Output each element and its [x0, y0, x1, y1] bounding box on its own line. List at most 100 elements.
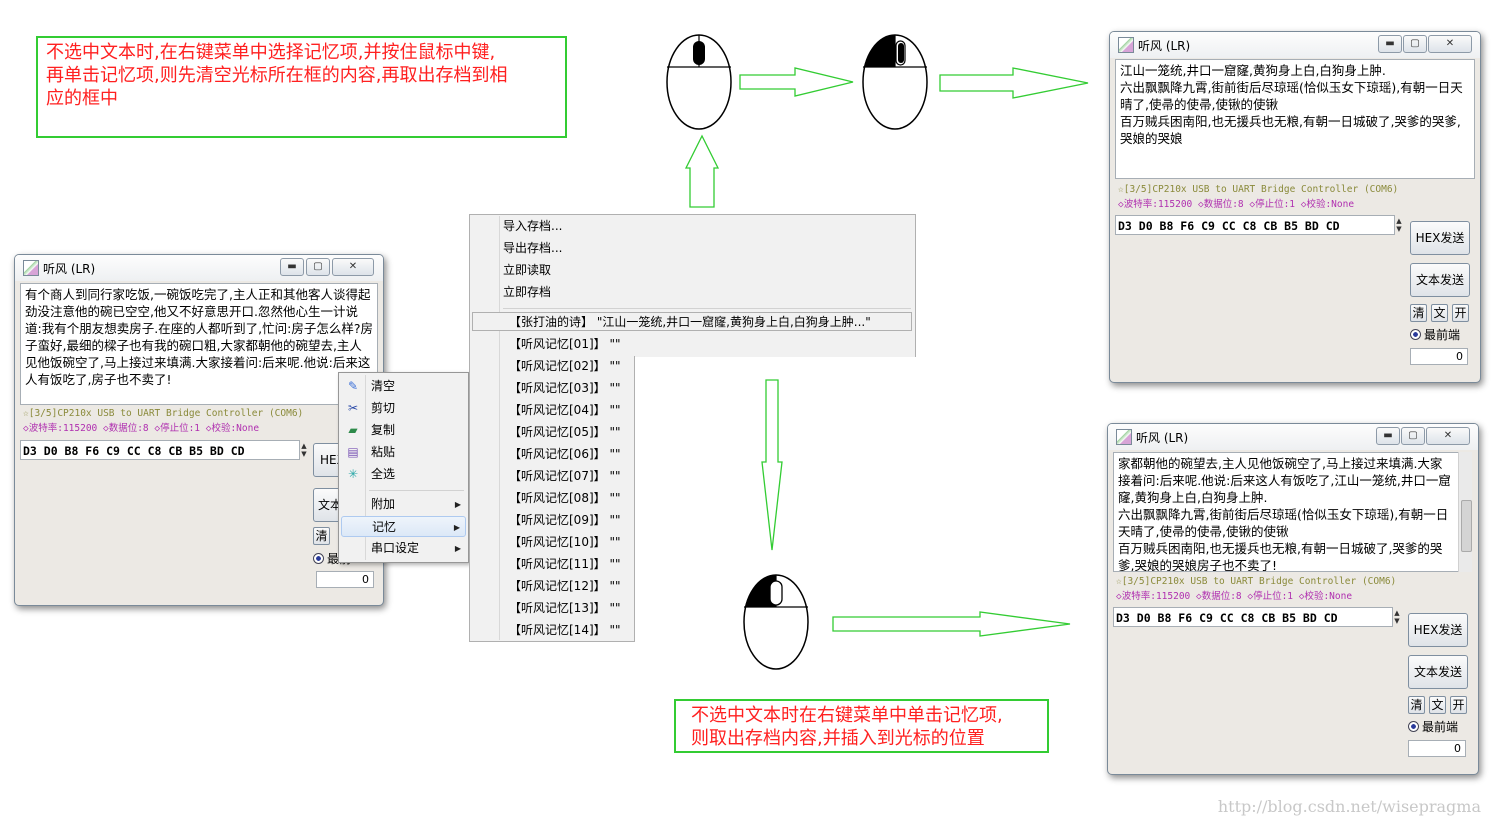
context-menu: ✎清空 ✂剪切 ▰复制 ▤粘贴 ✳全选 附加▶ 记忆▶ 串口设定▶	[338, 372, 469, 563]
submenu-arrow-icon: ▶	[453, 523, 460, 532]
mouse-icon-left-click	[862, 34, 928, 130]
scrollbar-thumb[interactable]	[1461, 500, 1472, 552]
open-button[interactable]: 开	[1450, 696, 1467, 714]
right-bottom-app-window: 听风 (LR) ▬ ▢ ✕ 家都朝他的碗望去,主人见他饭碗空了,马上接过来填满.…	[1107, 423, 1479, 775]
menu-item-cut[interactable]: ✂剪切	[347, 401, 396, 415]
note-bottom: 不选中文本时在右键菜单中单击记忆项, 则取出存档内容,并插入到光标的位置	[674, 699, 1049, 753]
radio-dot-icon	[313, 553, 324, 564]
byte-count: 0	[1410, 348, 1468, 365]
clear-button[interactable]: 清	[1410, 304, 1427, 322]
hex-send-button[interactable]: HEX发送	[1408, 613, 1468, 647]
copy-icon: ▰	[348, 423, 358, 437]
minimize-button[interactable]: ▬	[1376, 427, 1400, 445]
receive-textarea[interactable]: 有个商人到同行家吃饭,一碗饭吃完了,主人正和其他客人谈得起劲没注意他的碗已空空,…	[20, 283, 378, 405]
maximize-button[interactable]: ▢	[1403, 35, 1427, 53]
menu-item-poem[interactable]: 【张打油的诗】 "江山一笼统,井口一窟窿,黄狗身上白,白狗身上肿..."	[472, 312, 912, 331]
menu-item-read-now[interactable]: 立即读取	[503, 263, 552, 277]
menu-item-paste[interactable]: ▤粘贴	[347, 445, 396, 459]
memory-slot-item[interactable]: 【听风记忆[11]】 ""	[509, 557, 621, 571]
port-status: ☆[3/5]CP210x USB to UART Bridge Controll…	[1118, 184, 1399, 195]
memory-slot-item[interactable]: 【听风记忆[09]】 ""	[509, 513, 621, 527]
memory-slot-item[interactable]: 【听风记忆[03]】 ""	[509, 381, 621, 395]
serial-params: ◇波特率:115200 ◇数据位:8 ◇停止位:1 ◇校验:None	[1116, 591, 1353, 602]
memory-submenu-items: 导入存档... 导出存档... 立即读取 立即存档 【张打油的诗】 "江山一笼统…	[469, 214, 916, 644]
memory-slot-item[interactable]: 【听风记忆[02]】 ""	[509, 359, 621, 373]
menu-item-clear[interactable]: ✎清空	[347, 379, 396, 393]
close-button[interactable]: ✕	[332, 258, 374, 276]
receive-textarea[interactable]: 江山一笼统,井口一窟窿,黄狗身上白,白狗身上肿. 六出飘飘降九霄,街前街后尽琼瑶…	[1115, 59, 1475, 179]
scissors-icon: ✂	[347, 401, 359, 415]
send-input[interactable]: D3 D0 B8 F6 C9 CC C8 CB B5 BD CD	[1113, 607, 1393, 627]
topmost-label: 最前端	[1424, 328, 1461, 342]
close-button[interactable]: ✕	[1428, 35, 1472, 53]
open-button[interactable]: 开	[1452, 304, 1469, 322]
app-icon	[1116, 429, 1132, 445]
minimize-button[interactable]: ▬	[280, 258, 304, 276]
menu-item-serial-settings[interactable]: 串口设定▶	[341, 538, 466, 559]
memory-slot-item[interactable]: 【听风记忆[14]】 ""	[509, 623, 621, 637]
right-top-app-window: 听风 (LR) ▬ ▢ ✕ 江山一笼统,井口一窟窿,黄狗身上白,白狗身上肿. 六…	[1109, 31, 1481, 383]
mouse-icon-middle	[666, 34, 732, 130]
serial-params: ◇波特率:115200 ◇数据位:8 ◇停止位:1 ◇校验:None	[23, 423, 260, 434]
memory-slot-item[interactable]: 【听风记忆[10]】 ""	[509, 535, 621, 549]
submenu-arrow-icon: ▶	[454, 500, 461, 509]
memory-slot-item[interactable]: 【听风记忆[06]】 ""	[509, 447, 621, 461]
menu-item-append[interactable]: 附加▶	[341, 494, 466, 515]
menu-item-memory[interactable]: 记忆▶	[341, 516, 466, 537]
byte-count: 0	[1408, 740, 1466, 757]
arrow-right-3	[832, 611, 1071, 637]
memory-slot-item[interactable]: 【听风记忆[05]】 ""	[509, 425, 621, 439]
memory-slot-item[interactable]: 【听风记忆[08]】 ""	[509, 491, 621, 505]
memory-slot-item[interactable]: 【听风记忆[13]】 ""	[509, 601, 621, 615]
title-bar: 听风 (LR) ▬ ▢ ✕	[15, 255, 383, 281]
note-top: 不选中文本时,在右键菜单中选择记忆项,并按住鼠标中键, 再单击记忆项,则先清空光…	[36, 36, 567, 138]
topmost-label: 最前端	[1422, 720, 1459, 734]
topmost-radio[interactable]: 最前端	[1410, 326, 1460, 343]
clear-icon: ✎	[347, 379, 359, 393]
port-status: ☆[3/5]CP210x USB to UART Bridge Controll…	[1116, 576, 1397, 587]
menu-item-export-archive[interactable]: 导出存档...	[503, 241, 563, 255]
arrow-right-2	[939, 67, 1089, 99]
clear-button[interactable]: 清	[1408, 696, 1425, 714]
port-status: ☆[3/5]CP210x USB to UART Bridge Controll…	[23, 408, 304, 419]
menu-item-copy[interactable]: ▰复制	[341, 420, 466, 441]
serial-params: ◇波特率:115200 ◇数据位:8 ◇停止位:1 ◇校验:None	[1118, 199, 1355, 210]
send-input[interactable]: D3 D0 B8 F6 C9 CC C8 CB B5 BD CD	[1115, 215, 1395, 235]
send-spinner[interactable]: ▲▼	[1396, 217, 1402, 233]
window-title: 听风 (LR)	[1138, 39, 1191, 53]
send-spinner[interactable]: ▲▼	[1394, 609, 1400, 625]
arrow-up	[684, 134, 720, 208]
submenu-arrow-icon: ▶	[454, 544, 461, 553]
maximize-button[interactable]: ▢	[1401, 427, 1425, 445]
hex-send-button[interactable]: HEX发送	[1410, 221, 1470, 255]
memory-slot-item[interactable]: 【听风记忆[04]】 ""	[509, 403, 621, 417]
memory-slot-item[interactable]: 【听风记忆[07]】 ""	[509, 469, 621, 483]
radio-dot-icon	[1410, 329, 1421, 340]
text-send-button[interactable]: 文本发送	[1408, 655, 1468, 689]
clear-button[interactable]: 清	[313, 527, 330, 545]
text-mode-button[interactable]: 文	[1431, 304, 1448, 322]
status-panel: ☆[3/5]CP210x USB to UART Bridge Controll…	[1118, 182, 1473, 212]
memory-submenu-lower	[469, 356, 635, 642]
textarea-scrollbar[interactable]	[1458, 452, 1472, 572]
receive-textarea[interactable]: 家都朝他的碗望去,主人见他饭碗空了,马上接过来填满.大家接着问:后来呢.他说:后…	[1113, 452, 1459, 572]
memory-submenu	[469, 214, 916, 357]
topmost-radio[interactable]: 最前端	[1408, 718, 1458, 735]
text-mode-button[interactable]: 文	[1429, 696, 1446, 714]
close-button[interactable]: ✕	[1426, 427, 1470, 445]
memory-slot-item[interactable]: 【听风记忆[01]】 ""	[509, 337, 621, 351]
paste-icon: ▤	[347, 445, 359, 459]
menu-item-select-all[interactable]: ✳全选	[347, 467, 396, 481]
menu-item-import-archive[interactable]: 导入存档...	[503, 219, 563, 233]
maximize-button[interactable]: ▢	[306, 258, 330, 276]
send-input[interactable]: D3 D0 B8 F6 C9 CC C8 CB B5 BD CD	[20, 440, 300, 460]
memory-slot-item[interactable]: 【听风记忆[12]】 ""	[509, 579, 621, 593]
minimize-button[interactable]: ▬	[1378, 35, 1402, 53]
status-panel: ☆[3/5]CP210x USB to UART Bridge Controll…	[1116, 574, 1471, 604]
send-spinner[interactable]: ▲▼	[301, 442, 307, 458]
app-icon	[1118, 37, 1134, 53]
text-send-button[interactable]: 文本发送	[1410, 263, 1470, 297]
menu-item-save-now[interactable]: 立即存档	[503, 285, 552, 299]
title-bar: 听风 (LR) ▬ ▢ ✕	[1110, 32, 1480, 58]
